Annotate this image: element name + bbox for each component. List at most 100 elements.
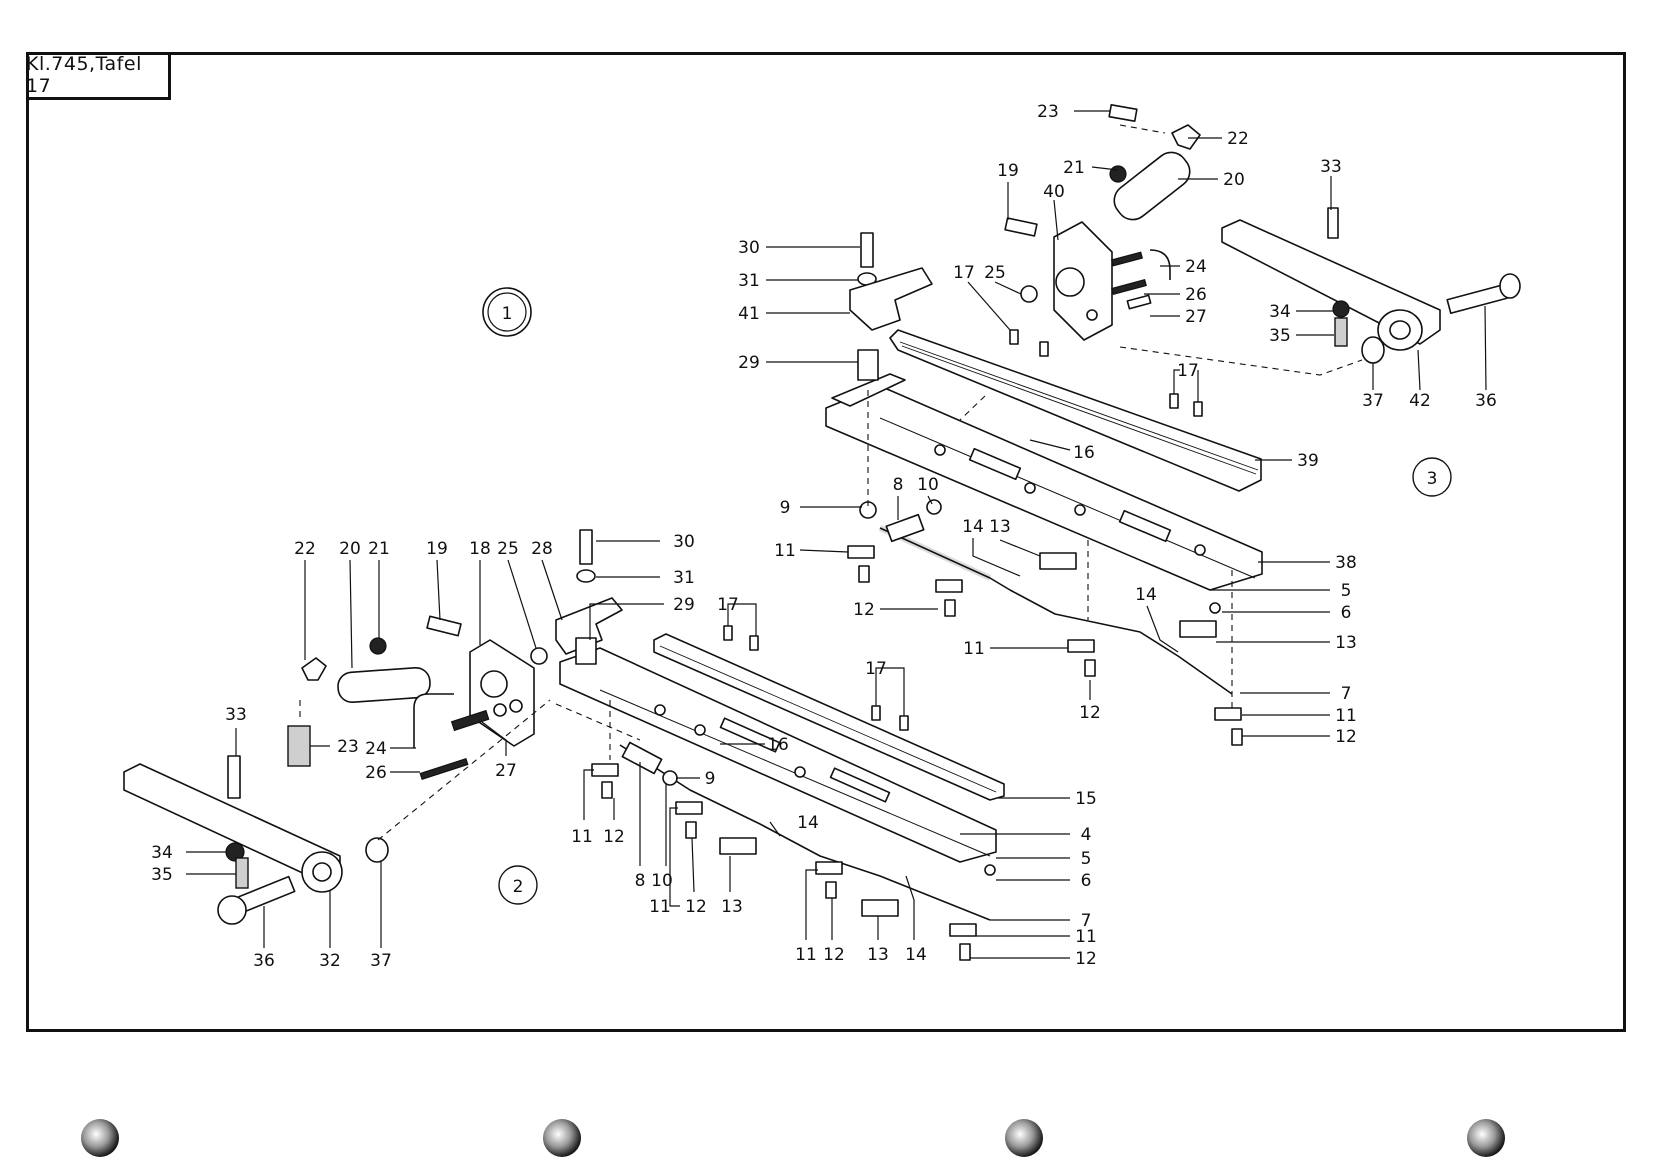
callout-19: 19 <box>997 161 1019 181</box>
cylinder-20 <box>337 666 431 704</box>
callout-29: 29 <box>738 353 760 373</box>
group-marker-3-label: 3 <box>1427 469 1438 489</box>
callout-12b: 12 <box>1079 703 1101 723</box>
callout-11d: 11 <box>1075 927 1097 947</box>
callout-13b: 13 <box>1335 633 1357 653</box>
callout-24: 24 <box>365 739 387 759</box>
callout-9: 9 <box>705 769 716 789</box>
callout-34: 34 <box>151 843 173 863</box>
callout-28: 28 <box>531 539 553 559</box>
nut-6 <box>984 864 996 876</box>
plate-frame <box>26 52 1626 1032</box>
assembly-group-2: 22 20 21 19 18 25 28 30 31 29 17 17 33 <box>123 529 1097 971</box>
callout-22: 22 <box>1227 129 1249 149</box>
plate-title: Kl.745,Tafel 17 <box>26 52 171 100</box>
ring-10 <box>926 499 942 515</box>
washer-37 <box>365 837 389 863</box>
callout-42: 42 <box>1409 391 1431 411</box>
callout-12d: 12 <box>1075 949 1097 969</box>
fitting-8 <box>621 741 663 775</box>
callout-12b: 12 <box>685 897 707 917</box>
nut-21 <box>369 637 387 655</box>
screw-33 <box>227 755 241 799</box>
callout-7: 7 <box>1081 911 1092 931</box>
screw-19 <box>1004 217 1038 237</box>
callout-8: 8 <box>635 871 646 891</box>
callout-24: 24 <box>1185 257 1207 277</box>
callout-29: 29 <box>673 595 695 615</box>
callout-5: 5 <box>1341 581 1352 601</box>
callout-31: 31 <box>738 271 760 291</box>
clip-11c <box>815 861 843 875</box>
clip-11b <box>935 579 963 593</box>
group-marker-2: 2 <box>498 865 538 905</box>
cylinder-20 <box>1113 151 1191 221</box>
callout-9: 9 <box>780 498 791 518</box>
callout-13a: 13 <box>721 897 743 917</box>
callout-18: 18 <box>469 539 491 559</box>
callout-12c: 12 <box>1335 727 1357 747</box>
callout-17a: 17 <box>717 595 739 615</box>
callout-41: 41 <box>738 304 760 324</box>
hook-24 <box>413 693 454 748</box>
screw-27 <box>450 709 490 732</box>
callout-14a: 14 <box>962 517 984 537</box>
callout-11b: 11 <box>963 639 985 659</box>
callout-16: 16 <box>767 735 789 755</box>
screw-30 <box>860 232 874 268</box>
bracket-13b <box>1179 620 1217 638</box>
callout-5: 5 <box>1081 849 1092 869</box>
callout-26: 26 <box>1185 285 1207 305</box>
callout-12c: 12 <box>823 945 845 965</box>
washer-31 <box>576 569 596 583</box>
callout-20: 20 <box>1223 170 1245 190</box>
callout-36: 36 <box>253 951 275 971</box>
callout-27: 27 <box>495 761 517 781</box>
callout-25: 25 <box>497 539 519 559</box>
callout-39: 39 <box>1297 451 1319 471</box>
callout-25: 25 <box>984 263 1006 283</box>
callout-23: 23 <box>337 737 359 757</box>
callout-37: 37 <box>370 951 392 971</box>
callout-22: 22 <box>294 539 316 559</box>
screw-33 <box>1327 207 1339 239</box>
group-marker-1: 1 <box>482 287 532 337</box>
callout-40: 40 <box>1043 182 1065 202</box>
clip-11b2 <box>1067 639 1095 653</box>
rail-39 <box>889 329 1262 492</box>
tie-rod-7 <box>879 527 1233 695</box>
callout-21: 21 <box>368 539 390 559</box>
callout-30: 30 <box>673 532 695 552</box>
callout-17b: 17 <box>1177 361 1199 381</box>
bracket-13b <box>861 899 899 917</box>
callout-8: 8 <box>893 475 904 495</box>
nut-25 <box>530 647 548 665</box>
callout-35: 35 <box>1269 326 1291 346</box>
callout-23: 23 <box>1037 102 1059 122</box>
callout-20: 20 <box>339 539 361 559</box>
clip-11c <box>1214 707 1242 721</box>
callout-11b: 11 <box>649 897 671 917</box>
callout-12a: 12 <box>853 600 875 620</box>
callout-13a: 13 <box>989 517 1011 537</box>
callout-11a: 11 <box>774 541 796 561</box>
spring-26 <box>419 757 469 781</box>
callout-16: 16 <box>1073 443 1095 463</box>
callout-11c: 11 <box>795 945 817 965</box>
group-marker-3: 3 <box>1412 457 1452 497</box>
callout-21: 21 <box>1063 158 1085 178</box>
callout-27: 27 <box>1185 307 1207 327</box>
bracket-13a <box>719 837 757 855</box>
binder-punch-holes <box>81 1119 1505 1157</box>
callout-31: 31 <box>673 568 695 588</box>
assembly-group-3: 23 22 21 20 19 40 33 30 31 41 29 17 25 <box>738 102 1521 747</box>
fitting-8 <box>885 513 925 543</box>
clip-11d <box>949 923 977 937</box>
callout-35: 35 <box>151 865 173 885</box>
callout-32: 32 <box>319 951 341 971</box>
fitting-23 <box>1108 104 1138 122</box>
bracket-41 <box>849 267 933 331</box>
callout-30: 30 <box>738 238 760 258</box>
callout-37: 37 <box>1362 391 1384 411</box>
